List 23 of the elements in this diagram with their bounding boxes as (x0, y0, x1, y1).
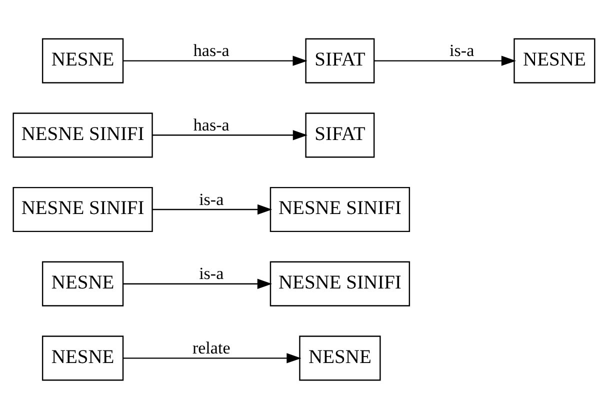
edge-label: has-a (193, 116, 230, 135)
edge-label: is-a (199, 190, 224, 209)
arrow (152, 204, 272, 215)
node-box: NESNE (42, 261, 124, 306)
node-box: NESNE SINIFI (270, 261, 410, 306)
node-box: NESNE (514, 38, 596, 84)
edge-label: is-a (199, 264, 224, 284)
edge-label: is-a (450, 41, 474, 60)
arrow (123, 353, 302, 364)
node-box: SIFAT (305, 112, 375, 158)
node-box: NESNE (42, 336, 124, 381)
node-box: SIFAT (305, 38, 375, 84)
node-box: NESNE (299, 336, 381, 381)
node-box: NESNE SINIFI (12, 112, 153, 158)
edge-label: has-a (193, 41, 230, 60)
arrow (374, 56, 516, 66)
node-box: NESNE SINIFI (12, 186, 153, 232)
node-box: NESNE SINIFI (270, 186, 410, 232)
node-box: NESNE (42, 38, 124, 84)
edge-label: relate (192, 338, 230, 358)
arrow (123, 278, 272, 289)
arrow (123, 56, 308, 66)
arrow (152, 130, 308, 140)
